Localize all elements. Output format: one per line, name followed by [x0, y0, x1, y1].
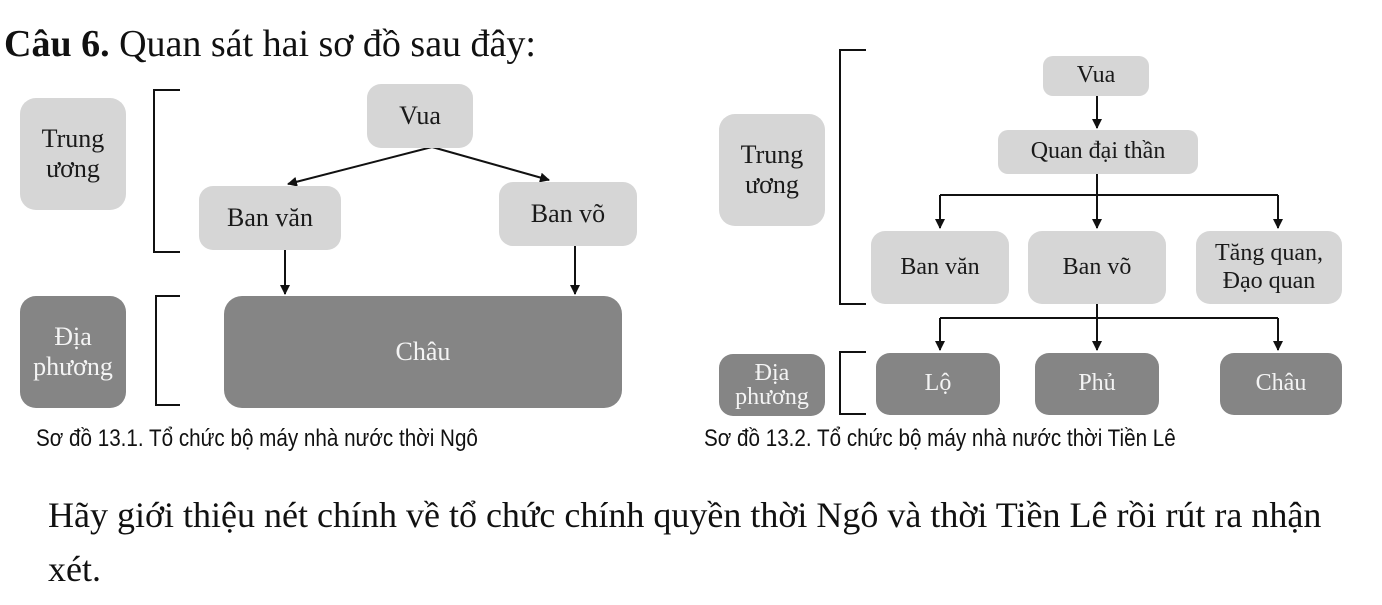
- question-number: Câu 6.: [4, 23, 110, 65]
- node-vua-1: Vua: [367, 84, 473, 148]
- node-ban-van-2: Ban văn: [871, 231, 1009, 304]
- caption-diagram-2: Sơ đồ 13.2. Tổ chức bộ máy nhà nước thời…: [704, 425, 1176, 452]
- node-ban-vo-2: Ban võ: [1028, 231, 1166, 304]
- node-ban-van-1: Ban văn: [199, 186, 341, 250]
- caption-diagram-1: Sơ đồ 13.1. Tổ chức bộ máy nhà nước thời…: [36, 425, 478, 452]
- question-body: Hãy giới thiệu nét chính về tổ chức chín…: [48, 495, 1322, 589]
- side-label-dia-phuong-2: Địa phương: [719, 354, 825, 416]
- node-ban-vo-1: Ban võ: [499, 182, 637, 246]
- side-label-dia-phuong-1: Địa phương: [20, 296, 126, 408]
- arrow-vua-to-banvan-1: [287, 146, 433, 187]
- node-vua-2: Vua: [1043, 56, 1149, 96]
- bracket-dia-phuong-2: [839, 351, 866, 415]
- node-phu-2: Phủ: [1035, 353, 1159, 415]
- node-chau-2: Châu: [1220, 353, 1342, 415]
- bracket-trung-uong-2: [839, 49, 866, 305]
- side-label-trung-uong-2: Trung ương: [719, 114, 825, 226]
- node-lo-2: Lộ: [876, 353, 1000, 415]
- node-tang-quan-dao-quan-2: Tăng quan, Đạo quan: [1196, 231, 1342, 304]
- node-chau-1: Châu: [224, 296, 622, 408]
- arrow-vua-to-banvo-1: [431, 146, 550, 183]
- question-prompt: Quan sát hai sơ đồ sau đây:: [119, 23, 536, 65]
- side-label-trung-uong-1: Trung ương: [20, 98, 126, 210]
- bracket-dia-phuong-1: [155, 295, 180, 406]
- question-title: Câu 6. Quan sát hai sơ đồ sau đây:: [4, 22, 536, 66]
- node-quan-dai-than-2: Quan đại thần: [998, 130, 1198, 174]
- bracket-trung-uong-1: [153, 89, 180, 253]
